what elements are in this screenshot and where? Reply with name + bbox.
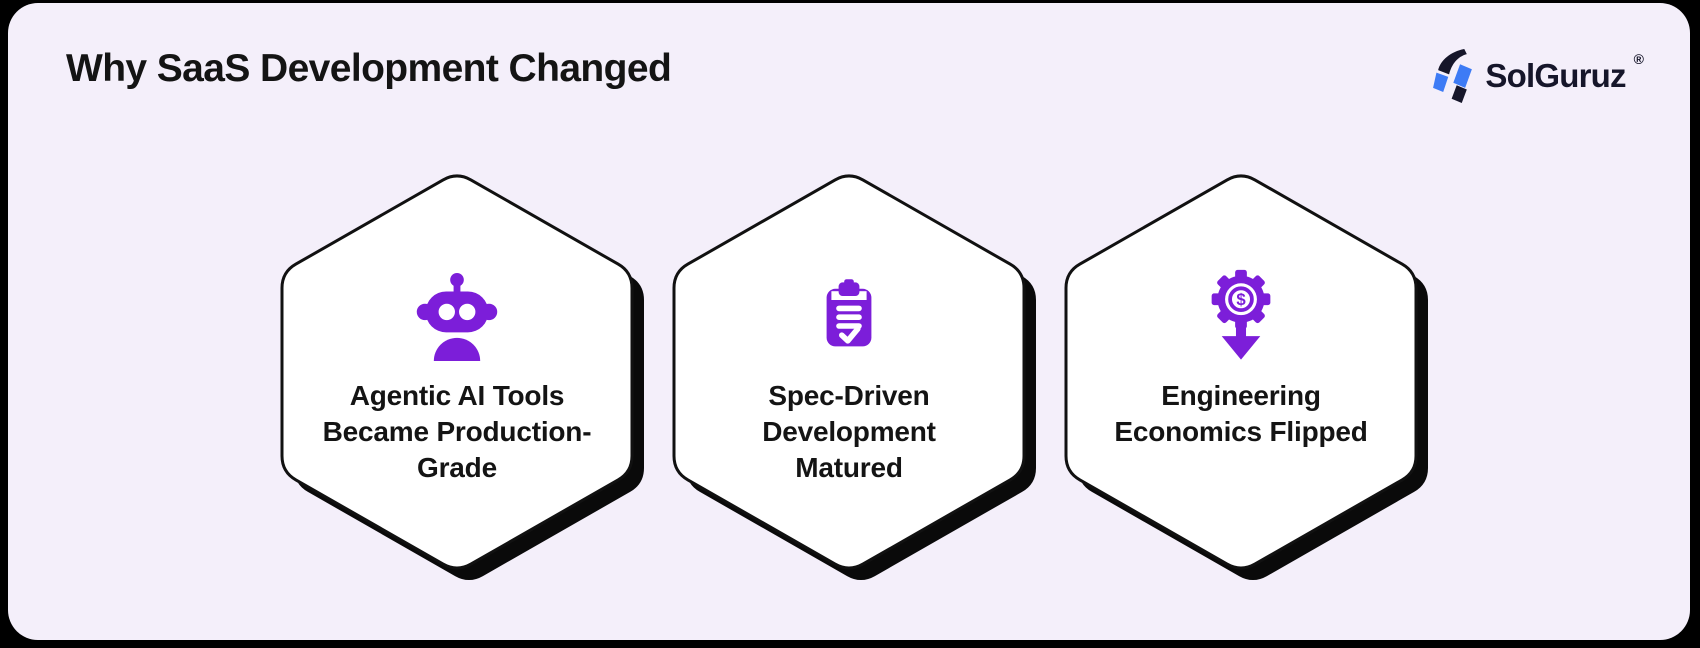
- hexagon-shape: [280, 174, 644, 581]
- robot-icon: [416, 266, 498, 366]
- feature-card-agentic-ai: Agentic AI Tools Became Production- Grad…: [280, 172, 644, 581]
- clipboard-check-icon: [817, 266, 881, 366]
- logo-text: SolGuruz: [1485, 57, 1626, 94]
- feature-card-content: Spec-Driven Development Matured: [674, 172, 1024, 572]
- content-card: Why SaaS Development Changed SolGuruz ®: [8, 3, 1690, 640]
- hexagon-shape: [1064, 174, 1428, 581]
- feature-cards-row: Agentic AI Tools Became Production- Grad…: [8, 172, 1690, 581]
- feature-card-spec-driven: Spec-Driven Development Matured: [672, 172, 1036, 581]
- feature-card-content: $ Engineering Economics Flipped: [1066, 172, 1416, 572]
- solguruz-logo: SolGuruz ®: [1433, 49, 1644, 103]
- feature-card-label: Spec-Driven Development Matured: [762, 380, 936, 483]
- feature-card-economics: $ Engineering Economics Flipped: [1064, 172, 1428, 581]
- solguruz-logo-icon: [1433, 49, 1473, 103]
- gear-dollar-arrow-icon: $: [1199, 266, 1283, 366]
- feature-card-label: Agentic AI Tools Became Production- Grad…: [322, 380, 592, 483]
- hexagon-shape: [672, 174, 1036, 581]
- feature-card-label: Engineering Economics Flipped: [1114, 380, 1368, 447]
- registered-trademark: ®: [1633, 51, 1644, 67]
- header: Why SaaS Development Changed SolGuruz ®: [66, 47, 1644, 103]
- page-title: Why SaaS Development Changed: [66, 47, 672, 90]
- svg-text:$: $: [1236, 290, 1246, 309]
- feature-card-content: Agentic AI Tools Became Production- Grad…: [282, 172, 632, 572]
